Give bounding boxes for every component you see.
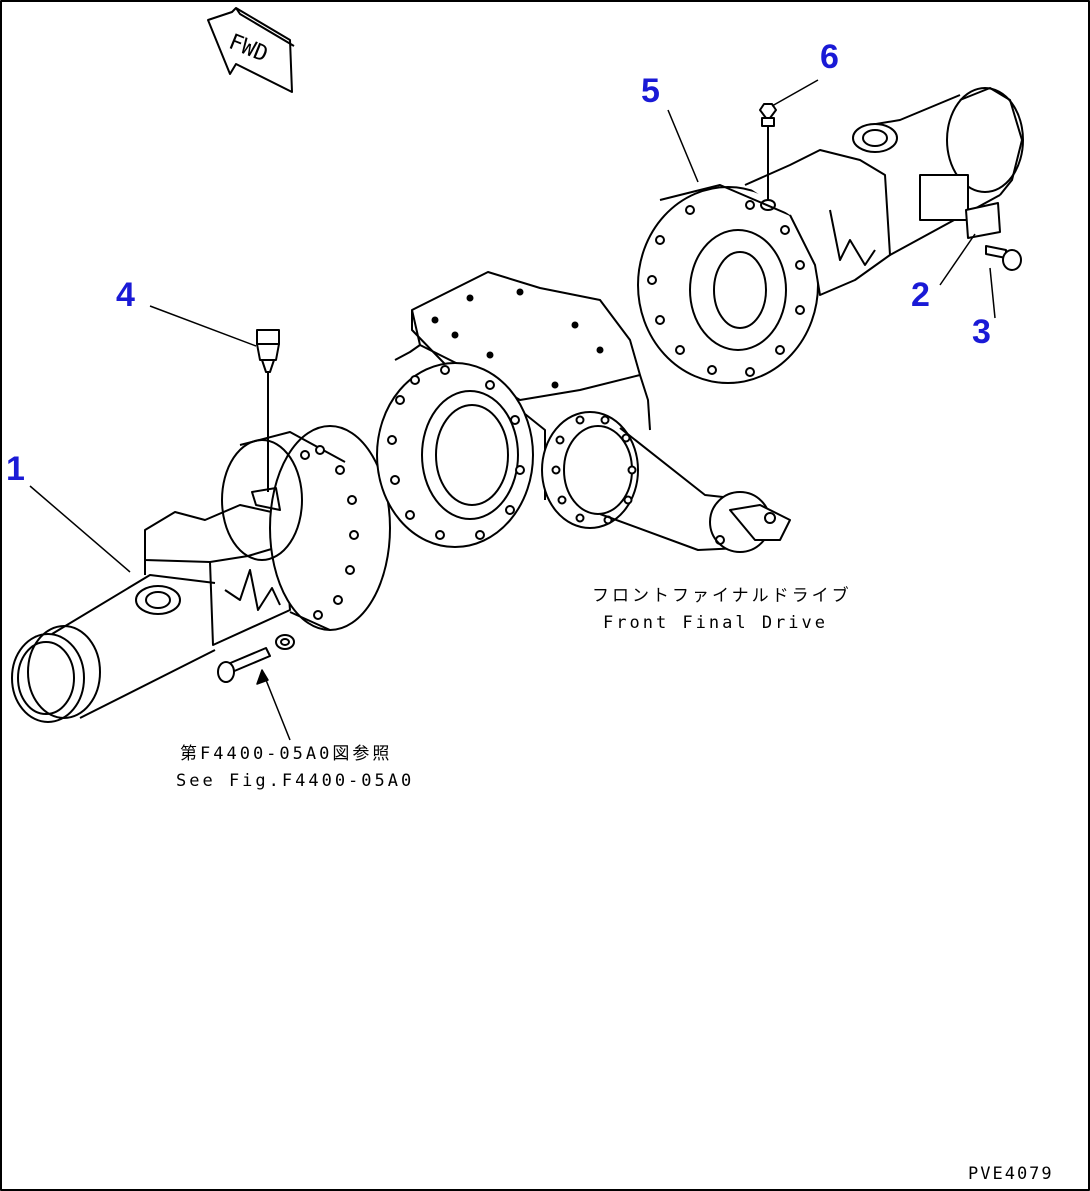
right-axle-housing — [637, 87, 1024, 384]
front-final-drive-label-en: Front Final Drive — [603, 613, 828, 633]
grease-fitting-part-6 — [759, 103, 777, 211]
see-fig-label-en: See Fig.F4400-05A0 — [176, 771, 415, 791]
front-final-drive-label-jp: フロントファイナルドライブ — [592, 586, 852, 606]
rivet-part-3 — [985, 245, 1022, 271]
figure-code: PVE4079 — [968, 1164, 1054, 1184]
callout-3: 3 — [972, 313, 991, 351]
leader-2 — [939, 233, 976, 286]
fwd-arrow-icon: FWD — [207, 7, 295, 93]
leader-5 — [667, 109, 699, 183]
callout-2: 2 — [911, 276, 930, 314]
leader-lines — [29, 79, 996, 741]
callout-5: 5 — [641, 72, 660, 110]
left-axle-housing — [11, 425, 391, 723]
leader-1 — [29, 485, 131, 573]
breather-plug-part-4 — [256, 329, 280, 492]
leader-4 — [149, 305, 257, 347]
leader-3 — [989, 267, 996, 319]
callout-6: 6 — [820, 38, 839, 76]
differential-case — [376, 271, 791, 553]
callout-1: 1 — [6, 450, 25, 488]
leader-6 — [771, 79, 819, 107]
see-fig-label-jp: 第F4400-05A0図参照 — [180, 744, 393, 764]
leader-see-fig — [261, 669, 291, 741]
callout-4: 4 — [116, 276, 135, 314]
